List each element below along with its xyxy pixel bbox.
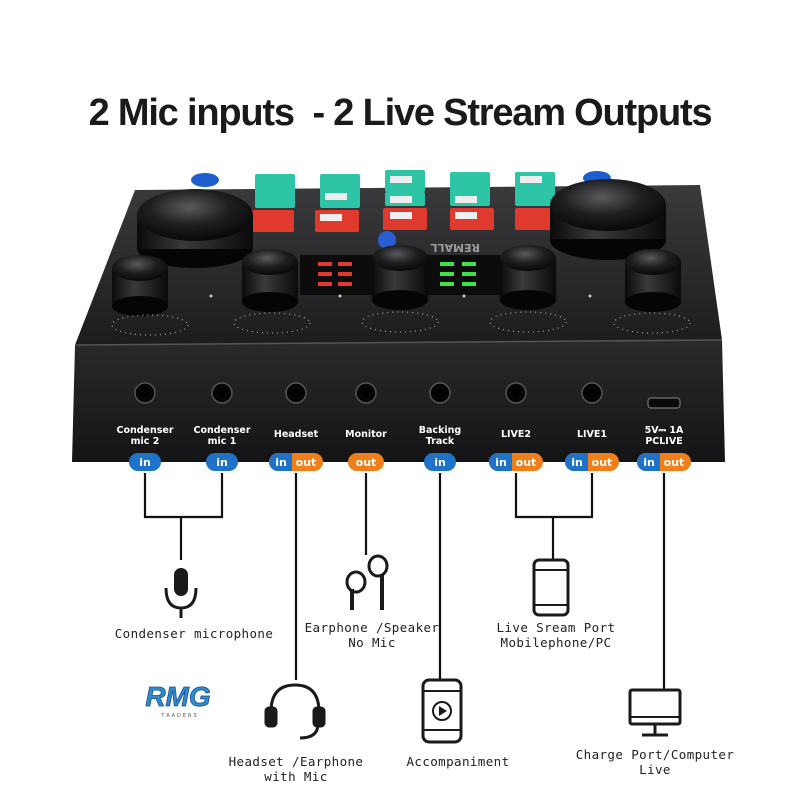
port-sublabel: mic 1 <box>208 436 237 447</box>
port-label: Headset <box>274 429 319 440</box>
microphone-icon <box>164 568 198 618</box>
audio-jack-hole <box>218 389 226 397</box>
audio-jack-hole <box>292 389 300 397</box>
port-label: LIVE2 <box>501 429 531 440</box>
caption-condenser-mic: Condenser microphone <box>115 626 274 641</box>
in-badge <box>206 453 238 471</box>
smartphone-icon <box>532 558 570 617</box>
in-badge-text: in <box>275 456 287 469</box>
port-sublabel: PCLIVE <box>645 436 682 447</box>
audio-jack-hole <box>141 389 149 397</box>
connector-lines <box>143 473 666 690</box>
caption-earphone-1: Earphone /Speaker <box>305 620 440 635</box>
brand-logo-icon <box>378 231 396 249</box>
in-badge <box>424 453 456 471</box>
pad-keys[interactable] <box>250 170 559 232</box>
knob-5[interactable] <box>613 249 691 334</box>
knob-2[interactable] <box>233 249 311 334</box>
caption-headset-1: Headset /Earphone <box>229 754 364 769</box>
caption-charge-1: Charge Port/Computer <box>576 747 735 762</box>
caption-earphone-2: No Mic <box>348 635 396 650</box>
page-title: 2 Mic inputs - 2 Live Stream Outputs <box>88 92 713 134</box>
monitor-icon <box>628 688 682 737</box>
port-label: Condenser <box>193 425 250 436</box>
mic-bracket-line <box>143 473 224 519</box>
volume-knob-right[interactable] <box>550 179 666 260</box>
rmg-traders-logo: RMG TRADERS <box>145 681 211 719</box>
device-front-face <box>72 340 725 462</box>
headset-icon <box>264 683 326 740</box>
caption-charge-2: Live <box>639 762 671 777</box>
port-sublabel: mic 2 <box>131 436 160 447</box>
play-phone-icon <box>421 678 463 744</box>
in-badge-text: in <box>495 456 507 469</box>
svg-text:RMG: RMG <box>145 681 210 712</box>
in-badge <box>565 453 588 471</box>
caption-headset-2: with Mic <box>264 769 327 784</box>
blue-button-left[interactable] <box>191 173 219 187</box>
in-badge <box>637 453 660 471</box>
audio-jack-hole <box>512 389 520 397</box>
out-badge-text: out <box>516 456 537 469</box>
caption-live-2: Mobilephone/PC <box>501 635 612 650</box>
port-4: Monitor out <box>345 382 387 471</box>
svg-text:TRADERS: TRADERS <box>160 713 198 719</box>
in-badge-text: in <box>571 456 583 469</box>
port-label: LIVE1 <box>577 429 607 440</box>
port-label: 5V⎓ 1A <box>645 425 684 436</box>
in-badge-text: in <box>139 456 151 469</box>
in-badge-text: in <box>216 456 228 469</box>
in-badge <box>269 453 292 471</box>
port-label: Monitor <box>345 429 387 440</box>
in-badge <box>129 453 161 471</box>
out-badge-text: out <box>664 456 685 469</box>
caption-accompaniment: Accompaniment <box>406 754 509 769</box>
brand-label: REMALL <box>431 241 480 254</box>
port-label: Condenser <box>116 425 173 436</box>
volume-knob-left[interactable] <box>137 189 253 268</box>
knob-1[interactable] <box>111 255 189 336</box>
caption-live-1: Live Sream Port <box>497 620 616 635</box>
port-label: Backing <box>419 425 461 436</box>
in-badge <box>489 453 512 471</box>
mixer-device: REMALL <box>72 170 725 462</box>
out-badge-text: out <box>356 456 377 469</box>
audio-jack-hole <box>588 389 596 397</box>
out-badge <box>348 453 384 471</box>
usb-port[interactable] <box>647 397 681 409</box>
out-badge-text: out <box>592 456 613 469</box>
in-badge-text: in <box>643 456 655 469</box>
in-badge-text: in <box>434 456 446 469</box>
audio-jack-hole <box>362 389 370 397</box>
live-bracket-line <box>514 473 594 519</box>
out-badge-text: out <box>296 456 317 469</box>
port-sublabel: Track <box>426 436 455 447</box>
knob-4[interactable] <box>489 245 567 333</box>
knob-3[interactable] <box>361 245 439 333</box>
earphones-icon <box>345 554 389 610</box>
audio-jack-hole <box>436 389 444 397</box>
